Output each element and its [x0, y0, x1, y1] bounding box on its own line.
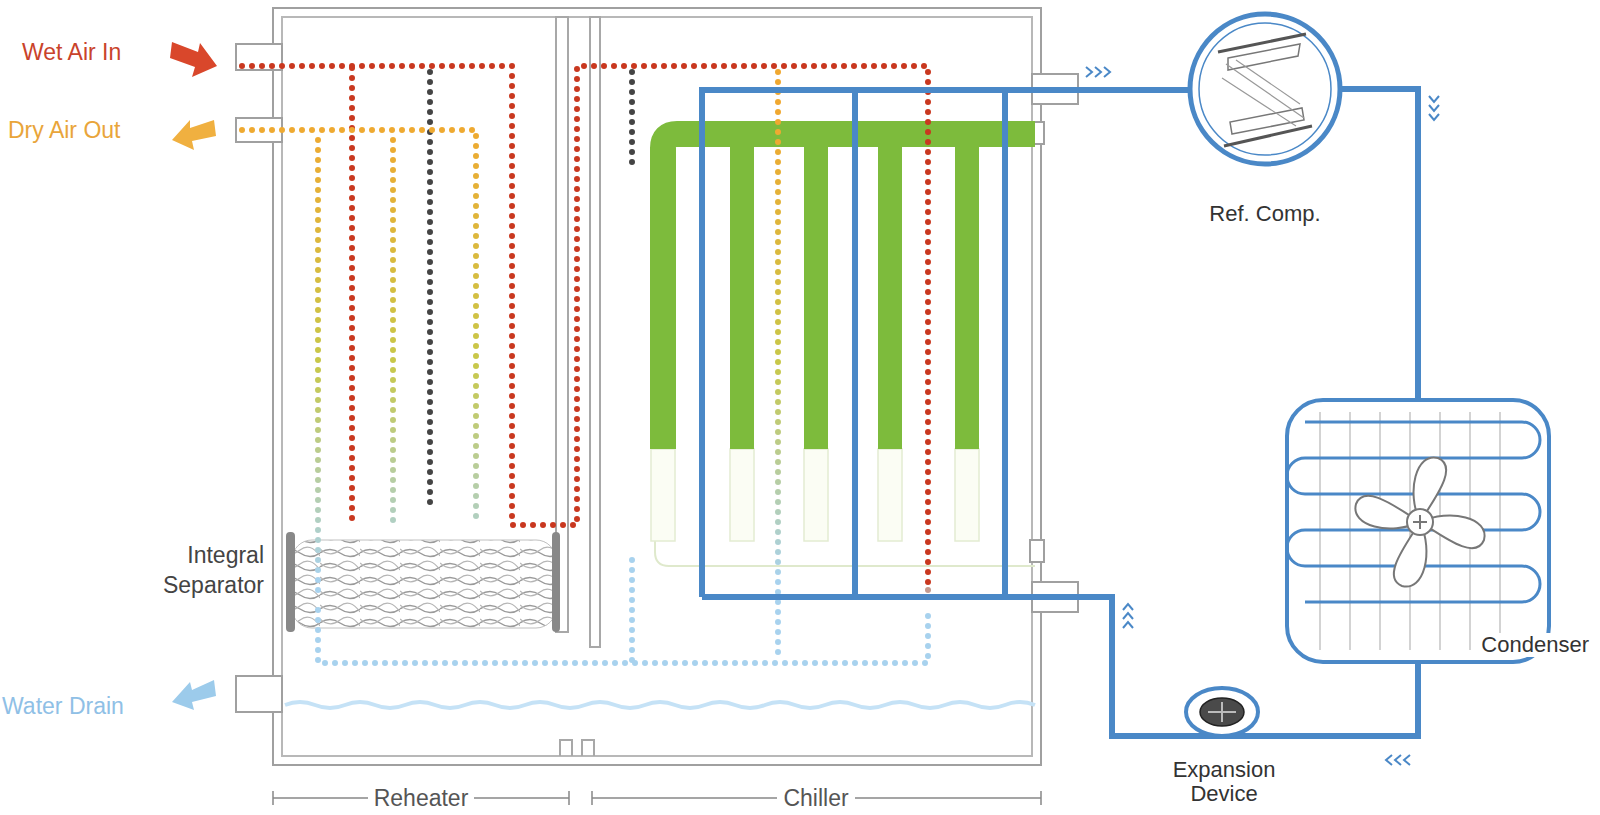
expansion-device-node: Expansion Device [1132, 688, 1316, 810]
flow-chevrons-part [1123, 604, 1133, 628]
flow-chevrons-part-part [1429, 114, 1439, 120]
chiller-green-manifold-part [730, 449, 754, 541]
flow-chevrons-part-part [1123, 613, 1133, 619]
flow-icons-part [172, 680, 216, 710]
compressor-symbol-part [1230, 108, 1304, 134]
separator-label: Integral Separator [142, 540, 264, 600]
flow-chevrons-part-part [1386, 755, 1392, 765]
expansion-device-symbol [1186, 688, 1258, 736]
flow-chevrons-part-part [1395, 755, 1401, 765]
refrigerant-tubes [702, 90, 1320, 736]
air-paths [242, 66, 928, 663]
flow-chevrons-part-part [1429, 105, 1439, 111]
drain-label: Water Drain [2, 692, 124, 720]
separator-mesh-part [552, 532, 560, 632]
flow-icons [170, 42, 217, 710]
water-level-part [285, 702, 1035, 708]
separator-mesh [286, 532, 560, 632]
flow-chevrons-part-part [1104, 67, 1110, 77]
housing-part [560, 740, 594, 756]
condenser-symbol [1287, 400, 1549, 662]
separator-mesh-part [292, 540, 556, 628]
air-paths-part [629, 560, 635, 663]
refrigerant-pipe [1342, 89, 1418, 398]
chiller-green-manifold-part [655, 449, 1035, 566]
chiller-green-manifold-part [804, 449, 828, 541]
inlet-label: Wet Air In [22, 38, 121, 66]
air-paths-part [775, 72, 781, 660]
air-paths-part [318, 610, 928, 663]
flow-chevrons-part-part [1095, 67, 1101, 77]
flow-chevrons-part [1086, 67, 1110, 77]
compressor-symbol-part [1190, 14, 1340, 164]
chiller-green-manifold-part [955, 449, 979, 541]
air-paths-part [427, 72, 433, 505]
condenser-symbol-part [1287, 400, 1549, 662]
section-label: Chiller [777, 784, 854, 812]
air-paths-part [242, 130, 476, 525]
condenser-symbol-part-part [1407, 509, 1433, 535]
flow-chevrons-part-part [1123, 604, 1133, 610]
flow-chevrons-part-part [1404, 755, 1410, 765]
air-paths-part [315, 140, 321, 600]
condenser-node: Condenser [1285, 398, 1597, 663]
node-text-holder: Ref. Comp. [1188, 202, 1342, 226]
node-text-holder: Expansion Device [1132, 758, 1316, 806]
expansion-device-symbol-part [1200, 698, 1244, 726]
chiller-green-manifold [651, 134, 1035, 566]
condenser-symbol-part-part [1413, 515, 1427, 529]
air-paths-part [629, 72, 635, 165]
housing-part [590, 17, 600, 647]
compressor-symbol-part [1218, 34, 1312, 146]
node-text-holder: Condenser [1285, 633, 1597, 657]
outlet-label: Dry Air Out [8, 116, 120, 144]
air-paths-part [242, 66, 928, 590]
compressor-symbol [1190, 14, 1340, 164]
pipe-stubs [236, 44, 1078, 712]
compressor-symbol-part [1199, 23, 1331, 155]
refrigerant-pipe [1316, 663, 1418, 736]
section-label: Reheater [368, 784, 475, 812]
flow-chevrons-part-part [1123, 622, 1133, 628]
pipe-stubs-part [236, 676, 282, 712]
condenser-symbol-part [1287, 422, 1540, 602]
node-label: Condenser [1477, 633, 1593, 657]
condenser-symbol-part [1355, 457, 1484, 586]
water-level [285, 702, 1035, 708]
refrigerant-tubes-part [702, 90, 1190, 597]
chiller-green-manifold-part [651, 449, 675, 541]
compressor-symbol-part [1222, 60, 1304, 126]
expansion-device-symbol-part [1186, 688, 1258, 736]
chiller-green-manifold-part [878, 449, 902, 541]
separator-mesh-part [286, 532, 295, 632]
flow-chevrons-part-part [1429, 96, 1439, 102]
flow-chevrons-part-part [1086, 67, 1092, 77]
refrigerant-tubes-part [702, 90, 1320, 736]
air-paths-part [349, 68, 355, 525]
compressor-node: Ref. Comp. [1188, 12, 1342, 230]
node-label: Ref. Comp. [1209, 202, 1320, 226]
compressor-symbol-part [1228, 44, 1300, 70]
pipe-stubs-part [1030, 540, 1044, 562]
chiller-green-manifold-part [663, 134, 1035, 449]
flow-chevrons-part [1386, 755, 1410, 765]
air-paths-part [390, 140, 396, 525]
node-label: Expansion Device [1159, 758, 1289, 806]
flow-icons-part [172, 120, 216, 150]
flow-icons-part [170, 42, 217, 77]
flow-chevrons-part [1429, 96, 1439, 120]
expansion-device-symbol-part [1208, 702, 1236, 722]
